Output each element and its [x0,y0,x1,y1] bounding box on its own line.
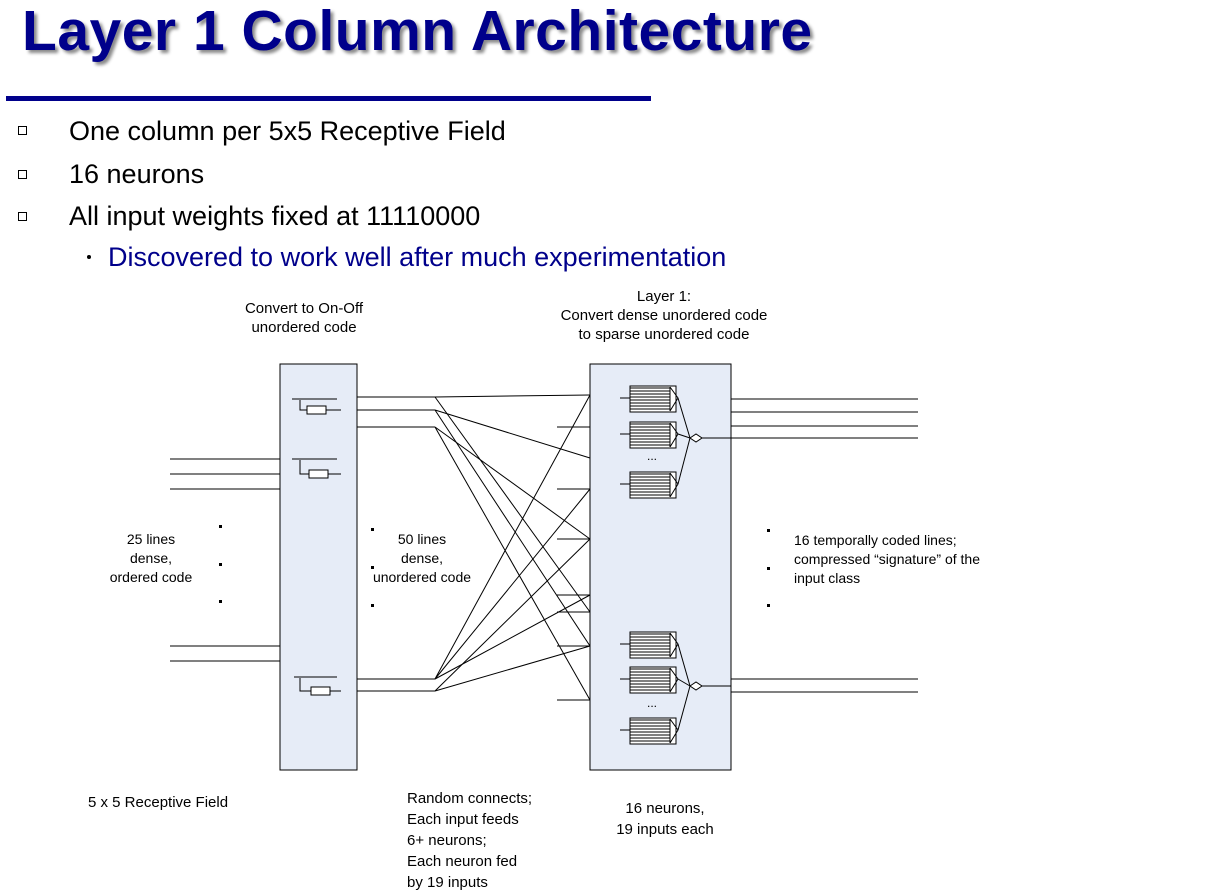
sub-bullet-dot-icon [87,255,91,259]
slide-title: Layer 1 Column Architecture [22,0,813,63]
on-off-converter-middle [292,458,341,479]
sub-bullet: Discovered to work well after much exper… [108,242,727,272]
bullet-box-icon [18,212,30,224]
neuron [620,631,679,659]
neuron [620,471,679,499]
neuron-ellipsis-top: ... [647,449,658,463]
mid-lines [357,396,435,692]
receptive-field-label: 5 x 5 Receptive Field [88,794,229,811]
neuron [620,717,679,745]
title-underline [6,96,651,101]
output-lines [731,398,918,693]
random-connects-label: Random connects; Each input feeds 6+ neu… [407,790,533,891]
ellipsis-dots [219,525,770,607]
bullet-1: One column per 5x5 Receptive Field [69,116,506,146]
mid-lines-label: 50 lines dense, unordered code [372,531,472,585]
bullet-2: 16 neurons [69,159,205,189]
neuron-ellipsis-bottom: ... [647,696,658,710]
input-lines-label: 25 lines dense, ordered code [109,531,193,585]
neuron [620,385,679,413]
output-lines-label: 16 temporally coded lines; compressed “s… [794,532,980,586]
bullet-box-icon [18,170,30,182]
on-off-converter-top [292,398,341,415]
input-lines [170,458,280,662]
neuron-group-bottom [620,631,731,745]
bullet-box-icon [18,126,30,138]
converter-box [279,363,358,771]
on-off-converter-bottom [294,676,341,696]
neuron-group-top [620,385,731,499]
random-connects [434,394,591,701]
convert-title: Convert to On-Off unordered code [244,300,364,336]
bullet-3: All input weights fixed at 11110000 [69,201,481,231]
layer1-title: Layer 1: Convert dense unordered code to… [560,288,768,343]
neurons-label: 16 neurons, 19 inputs each [616,800,714,838]
neuron [620,421,679,449]
neuron [620,666,679,694]
